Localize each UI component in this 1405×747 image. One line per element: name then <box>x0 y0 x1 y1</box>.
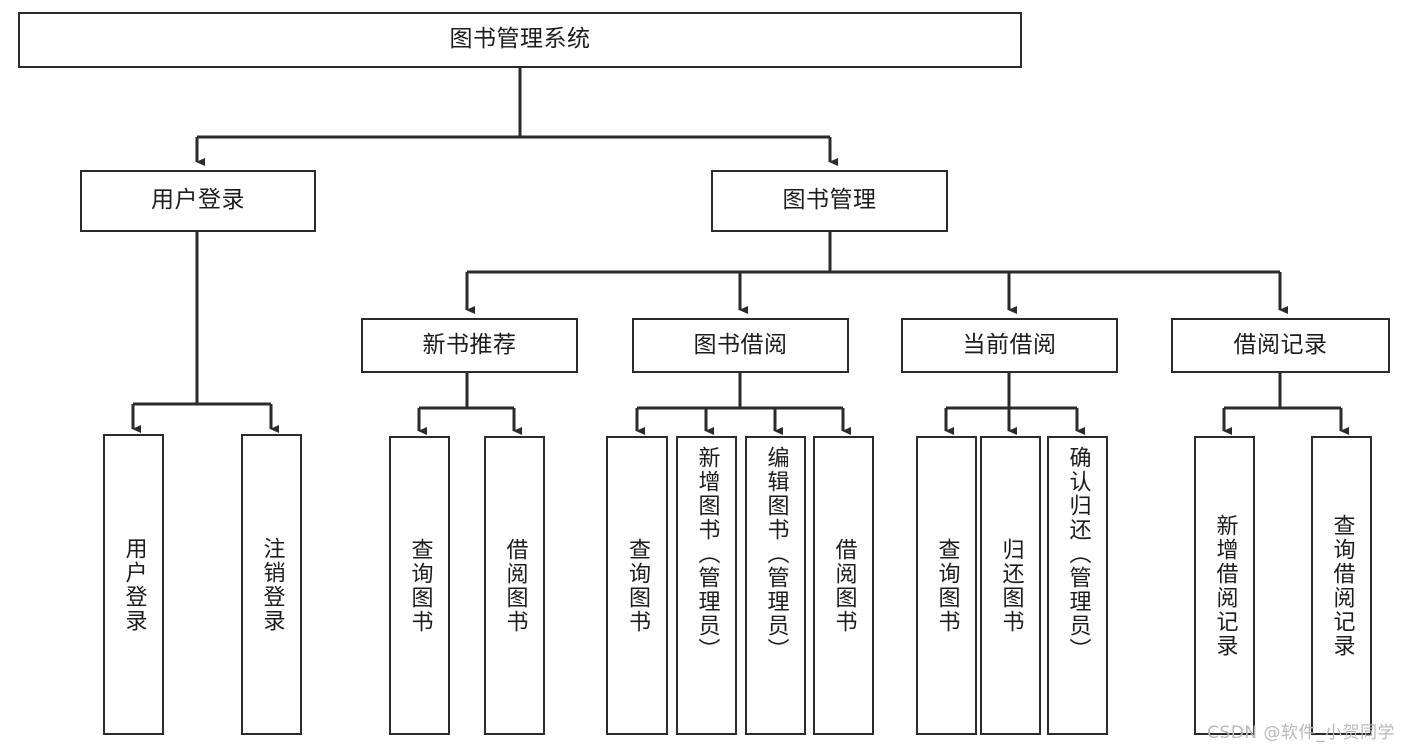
node-label: 编辑图书（管理员） <box>763 446 789 662</box>
node-label: 用户登录 <box>121 536 147 633</box>
node-current-borrow[interactable]: 当前借阅 <box>901 318 1118 373</box>
leaf-current-borrow-query-book[interactable]: 查询图书 <box>916 436 977 735</box>
watermark-text: CSDN @软件_小贺同学 <box>1207 723 1395 743</box>
leaf-book-borrow-edit-book-admin[interactable]: 编辑图书（管理员） <box>745 436 806 735</box>
node-root-book-management-system[interactable]: 图书管理系统 <box>18 12 1022 68</box>
leaf-current-borrow-return-book[interactable]: 归还图书 <box>980 436 1041 735</box>
leaf-user-login-logout[interactable]: 注销登录 <box>241 434 302 735</box>
node-label: 查询借阅记录 <box>1329 513 1355 658</box>
node-label: 借阅记录 <box>1233 331 1328 358</box>
node-label: 归还图书 <box>998 537 1024 634</box>
node-label: 图书借阅 <box>693 331 788 358</box>
node-label: 新增借阅记录 <box>1212 513 1238 658</box>
leaf-book-borrow-query-book[interactable]: 查询图书 <box>606 436 668 735</box>
leaf-book-borrow-add-book-admin[interactable]: 新增图书（管理员） <box>676 436 737 735</box>
node-label: 新增图书（管理员） <box>694 446 720 662</box>
node-label: 借阅图书 <box>831 537 857 634</box>
node-label: 用户登录 <box>151 187 245 214</box>
node-label: 查询图书 <box>625 537 650 634</box>
node-new-book-recommend[interactable]: 新书推荐 <box>361 318 578 373</box>
node-label: 当前借阅 <box>962 331 1057 358</box>
node-label: 注销登录 <box>259 536 285 633</box>
node-book-borrow[interactable]: 图书借阅 <box>632 318 849 373</box>
node-label: 查询图书 <box>407 537 433 634</box>
node-label: 图书管理 <box>782 187 877 214</box>
leaf-new-book-borrow-book[interactable]: 借阅图书 <box>484 436 545 735</box>
node-label: 图书管理系统 <box>449 26 591 53</box>
node-book-management[interactable]: 图书管理 <box>711 170 948 232</box>
leaf-new-book-query-book[interactable]: 查询图书 <box>389 436 450 735</box>
leaf-borrow-record-add-record[interactable]: 新增借阅记录 <box>1194 436 1255 735</box>
node-label: 新书推荐 <box>422 331 517 358</box>
node-label: 确认归还（管理员） <box>1065 446 1091 662</box>
node-label: 借阅图书 <box>502 537 528 634</box>
leaf-book-borrow-borrow-book[interactable]: 借阅图书 <box>813 436 874 735</box>
node-borrow-record[interactable]: 借阅记录 <box>1171 318 1390 373</box>
leaf-user-login-login[interactable]: 用户登录 <box>103 434 164 735</box>
leaf-borrow-record-query-record[interactable]: 查询借阅记录 <box>1311 436 1372 735</box>
node-label: 查询图书 <box>934 537 960 634</box>
leaf-current-borrow-confirm-return-admin[interactable]: 确认归还（管理员） <box>1047 436 1108 735</box>
node-user-login[interactable]: 用户登录 <box>80 170 316 232</box>
